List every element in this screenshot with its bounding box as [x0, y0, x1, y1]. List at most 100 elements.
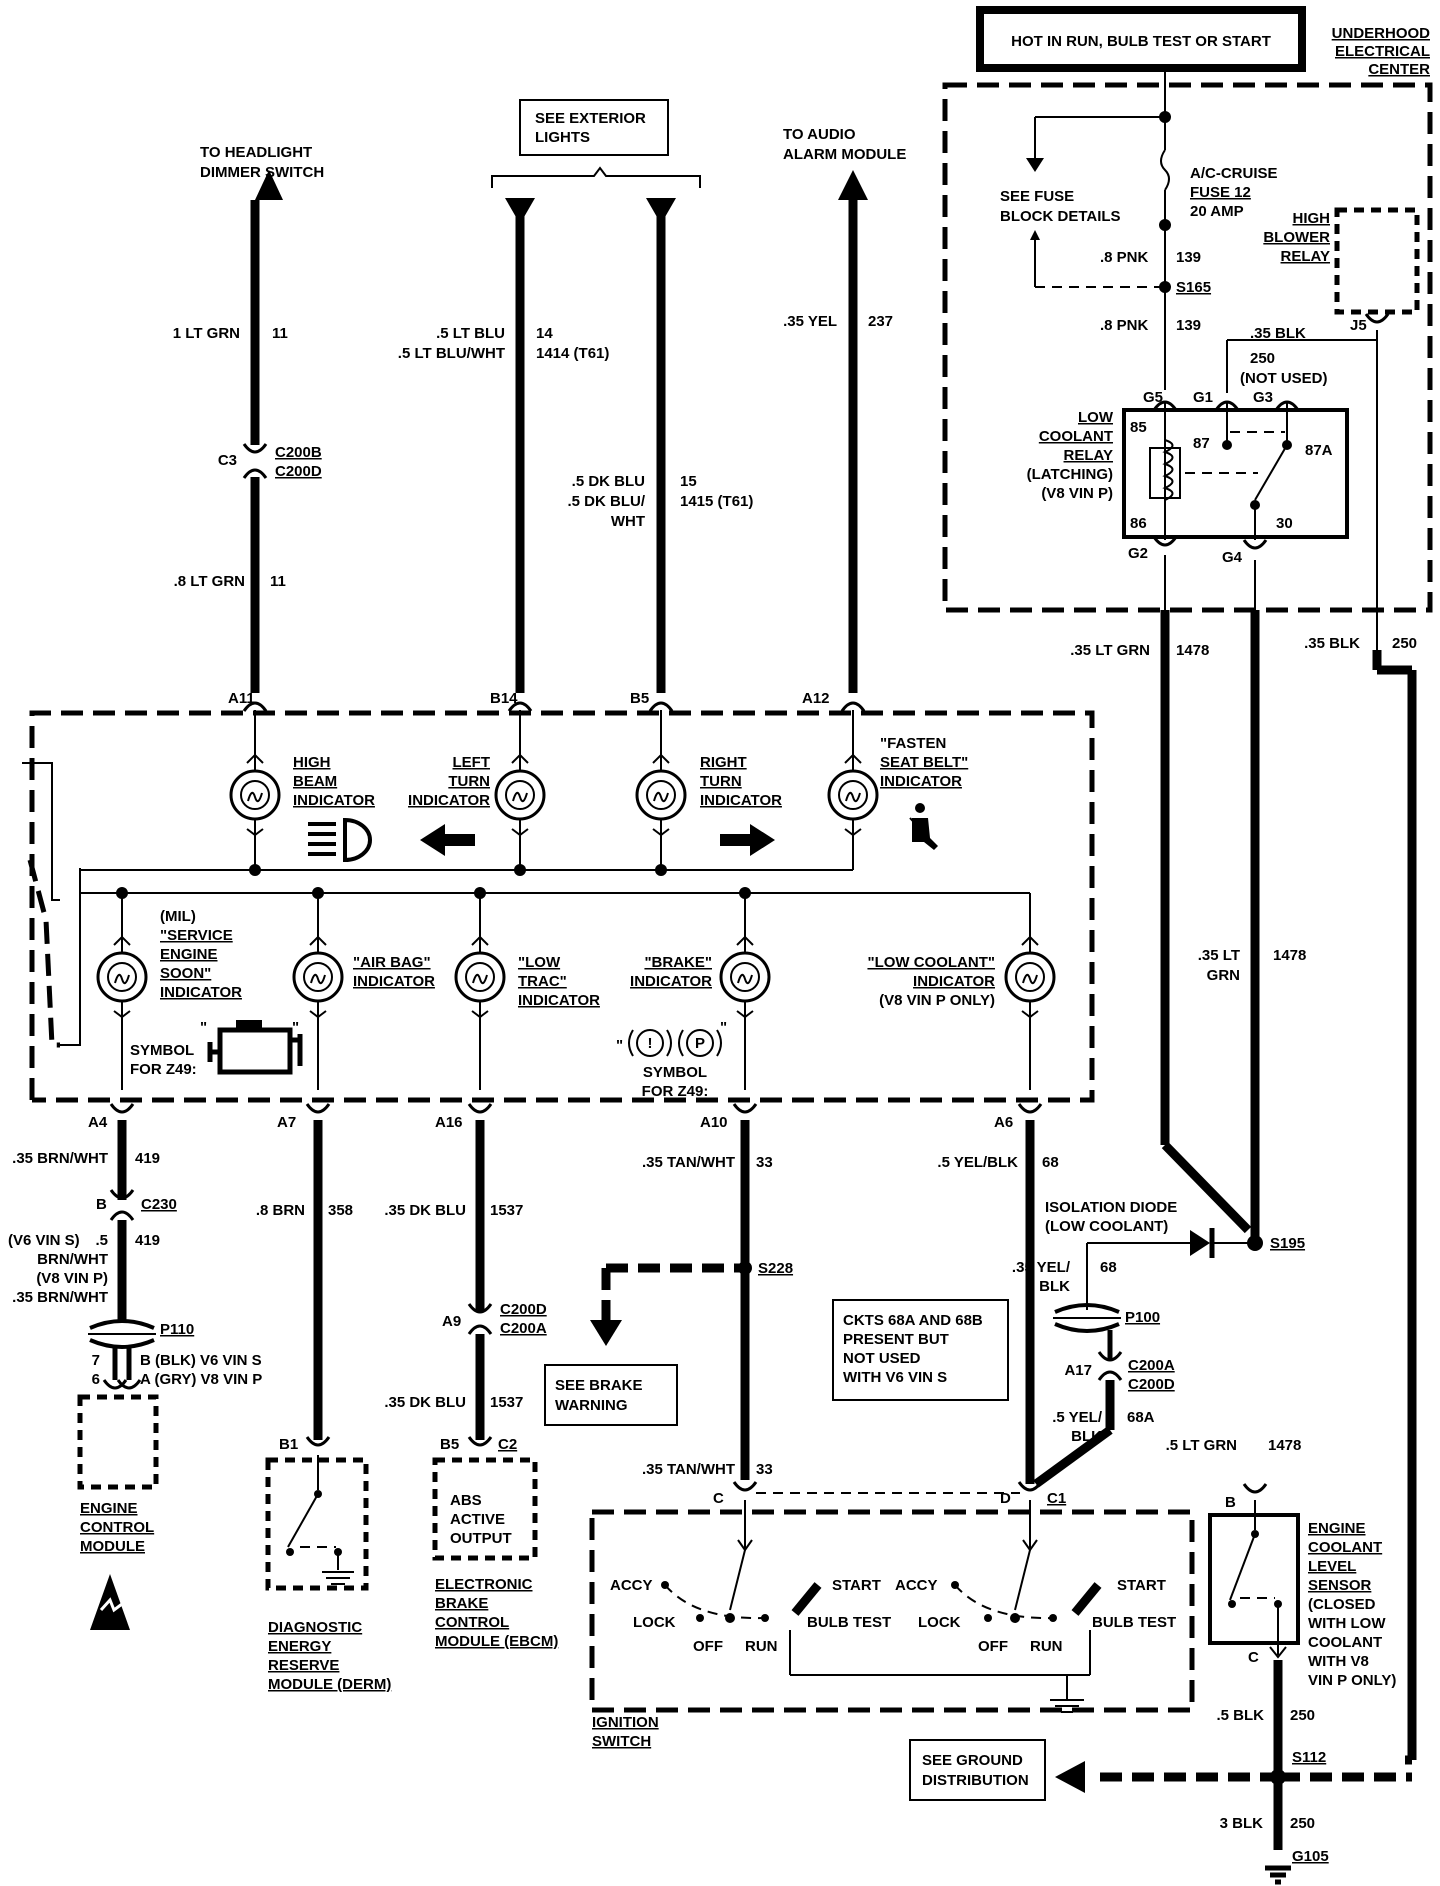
diagram-label: OFF — [978, 1638, 1008, 1655]
diagram-label: SYMBOL — [130, 1042, 194, 1059]
coolant-sensor-label: ENGINE COOLANT LEVEL SENSOR (CLOSED WITH… — [1308, 1520, 1396, 1689]
high-blower-relay — [1334, 207, 1420, 315]
diagram-label: TRAC" — [518, 973, 567, 990]
diagram-label: NOT USED — [843, 1350, 921, 1367]
diagram-label: TO AUDIO — [783, 126, 856, 143]
diagram-label: B — [1225, 1494, 1236, 1511]
diagram-label: .35 DK BLU — [384, 1202, 466, 1219]
diagram-label: "SERVICE — [160, 927, 233, 944]
diagram-label: DIAGNOSTIC — [268, 1619, 362, 1636]
diagram-label: (NOT USED) — [1240, 370, 1328, 387]
diagram-label: .35 YEL/ — [1012, 1259, 1071, 1276]
diagram-label: ISOLATION DIODE — [1045, 1199, 1177, 1216]
ignition-switch-label: IGNITION SWITCH — [592, 1714, 659, 1750]
diagram-label: C — [713, 1490, 724, 1507]
diagram-label: (LATCHING) — [1027, 466, 1113, 483]
diagram-label: "AIR BAG" — [353, 954, 431, 971]
diagram-label: B5 — [440, 1436, 459, 1453]
diagram-label: .5 LT BLU — [436, 325, 505, 342]
diagram-label: 1478 — [1176, 642, 1209, 659]
diagram-label: A11 — [228, 690, 255, 707]
fuse-icon — [1160, 149, 1170, 191]
diagram-label: OUTPUT — [450, 1530, 512, 1547]
diagram-label: C3 — [218, 452, 237, 469]
diagram-label: GRN — [1207, 967, 1240, 984]
diagram-label: A4 — [88, 1114, 108, 1131]
low-coolant-relay-label: LOW COOLANT RELAY (LATCHING) (V8 VIN P) — [1027, 409, 1114, 502]
quote-right: " — [292, 1019, 299, 1036]
diagram-label: B1 — [279, 1436, 298, 1453]
seat-belt-symbol-icon — [909, 803, 938, 850]
diagram-label: A7 — [277, 1114, 296, 1131]
diagram-label: ELECTRICAL — [1335, 43, 1430, 60]
diagram-label: C200A — [1128, 1357, 1175, 1374]
diagram-label: MODULE (DERM) — [268, 1676, 391, 1693]
derm-box — [265, 1457, 369, 1591]
diagram-label: 139 — [1176, 317, 1201, 334]
diagram-label: RELAY — [1281, 248, 1330, 265]
diagram-label: WARNING — [555, 1397, 628, 1414]
diagram-label: 85 — [1130, 419, 1147, 436]
diagram-label: C200D — [500, 1301, 547, 1318]
feed-exterior-box: SEE EXTERIOR LIGHTS — [519, 99, 669, 156]
diode-icon — [1190, 1230, 1210, 1256]
diagram-label: UNDERHOOD — [1332, 25, 1431, 42]
ebcm-box — [432, 1457, 538, 1561]
diagram-label: COOLANT — [1039, 428, 1113, 445]
diagram-label: SWITCH — [592, 1733, 651, 1750]
diagram-label: B5 — [630, 690, 649, 707]
diagram-label: .5 LT GRN — [1166, 1437, 1237, 1454]
diagram-label: FOR Z49: — [642, 1083, 709, 1100]
headlight-arrow-icon — [255, 170, 283, 200]
diagram-label: 20 AMP — [1190, 203, 1244, 220]
p100-connector — [1053, 1303, 1121, 1333]
diagram-label: VIN P ONLY) — [1308, 1672, 1396, 1689]
diagram-label: 1537 — [490, 1394, 523, 1411]
diagram-label: 1478 — [1268, 1437, 1301, 1454]
see-brake-box: SEE BRAKE WARNING — [544, 1364, 678, 1426]
diagram-label: CENTER — [1368, 61, 1430, 78]
left-turn-label: LEFT TURN INDICATOR — [408, 754, 490, 809]
diagram-label: "FASTEN — [880, 735, 946, 752]
diagram-label: G2 — [1128, 545, 1148, 562]
airbag-label: "AIR BAG" INDICATOR — [353, 954, 435, 990]
brake-symbol-p: P — [695, 1035, 705, 1052]
diagram-label: A10 — [700, 1114, 728, 1131]
diagram-label: 1478 — [1273, 947, 1306, 964]
diagram-label: 87A — [1305, 442, 1333, 459]
diagram-label: 139 — [1176, 249, 1201, 266]
diagram-label: .35 LT GRN — [1070, 642, 1150, 659]
fuse-block-arrow — [1026, 158, 1044, 172]
diagram-label: SEAT BELT" — [880, 754, 968, 771]
diagram-label: ENERGY — [268, 1638, 331, 1655]
diagram-label: WITH V8 — [1308, 1653, 1369, 1670]
diagram-label: C1 — [1047, 1490, 1066, 1507]
diagram-label: C200D — [275, 463, 322, 480]
diagram-label: 30 — [1276, 515, 1293, 532]
ignition-switch-box — [589, 1509, 1195, 1713]
ground-distribution-arrow-icon — [1055, 1761, 1085, 1793]
diagram-label: SEE GROUND — [922, 1752, 1023, 1769]
isolation-diode-label: ISOLATION DIODE (LOW COOLANT) — [1045, 1199, 1177, 1235]
diagram-label: G3 — [1253, 389, 1273, 406]
diagram-label: CONTROL — [80, 1519, 154, 1536]
diagram-label: 68 — [1100, 1259, 1117, 1276]
instrument-cluster-box — [29, 710, 1095, 1103]
diagram-label: SENSOR — [1308, 1577, 1372, 1594]
diagram-label: A12 — [802, 690, 830, 707]
derm-label: DIAGNOSTIC ENERGY RESERVE MODULE (DERM) — [268, 1619, 391, 1693]
diagram-label: .35 DK BLU — [384, 1394, 466, 1411]
diagram-label: 250 — [1250, 350, 1275, 367]
engine-symbol-icon: " " — [200, 1019, 303, 1075]
diagram-label: B14 — [490, 690, 518, 707]
diagram-label: .8 BRN — [256, 1202, 305, 1219]
diagram-label: C2 — [498, 1436, 517, 1453]
feed-audio-label: TO AUDIO ALARM MODULE — [783, 126, 906, 163]
right-arrow-icon — [720, 824, 775, 856]
diagram-label: .8 LT GRN — [174, 573, 245, 590]
see-ground-box: SEE GROUND DISTRIBUTION — [909, 1739, 1046, 1801]
diagram-label: .5 DK BLU/ — [567, 493, 645, 510]
brake-warning-arrow-icon — [590, 1320, 622, 1346]
diagram-label: 250 — [1290, 1815, 1315, 1832]
